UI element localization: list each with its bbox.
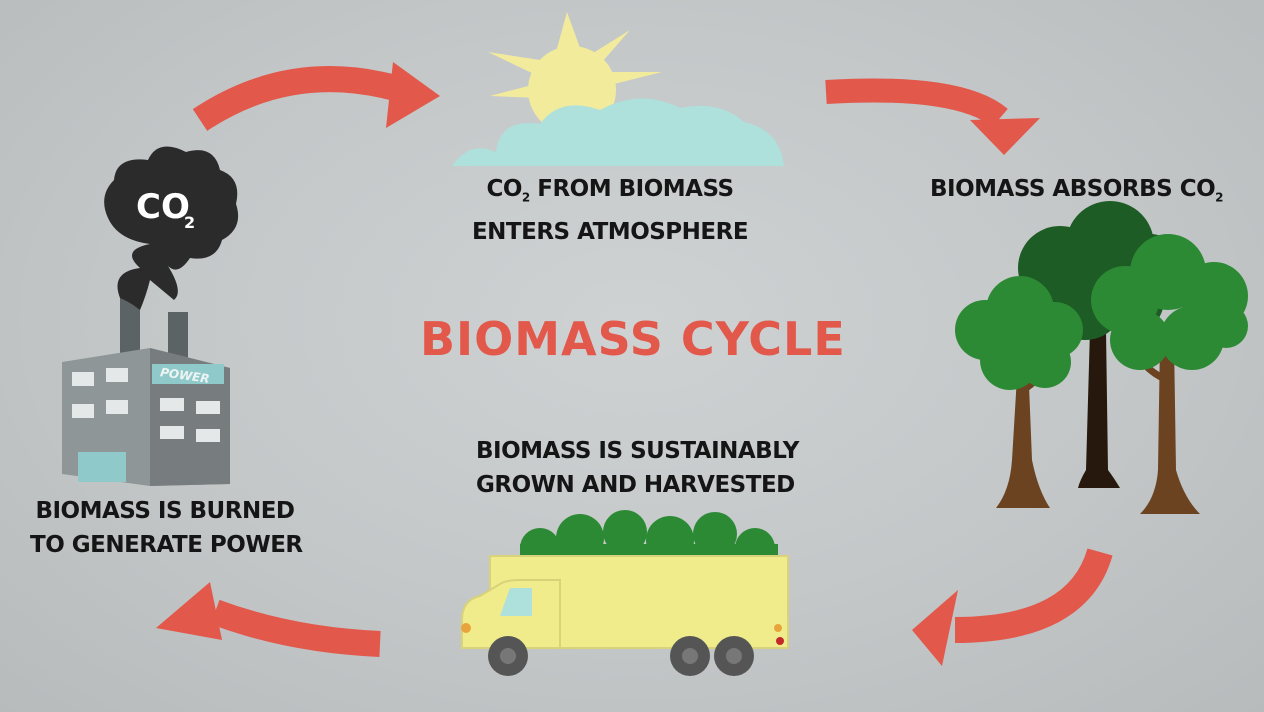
arrow-atmosphere-to-trees — [825, 78, 1040, 155]
factory-sign-text: POWER — [159, 365, 210, 386]
atmosphere-label: CO2 FROM BIOMASS ENTERS ATMOSPHERE — [470, 172, 750, 249]
atmosphere-label-line2: ENTERS ATMOSPHERE — [471, 218, 749, 245]
diagram-title: BIOMASS CYCLE — [420, 312, 846, 366]
absorbs-label: BIOMASS ABSORBS CO2 — [930, 172, 1223, 215]
harvest-label-line1: BIOMASS IS SUSTAINABLY — [476, 438, 799, 464]
factory-icon — [62, 296, 230, 486]
smoke-co2-text: CO — [136, 187, 190, 227]
trees-icon — [955, 201, 1248, 514]
smoke-cloud-icon — [104, 146, 239, 310]
harvest-label: BIOMASS IS SUSTAINABLY GROWN AND HARVEST… — [476, 434, 799, 502]
sun-icon — [488, 12, 662, 134]
burned-label-line1: BIOMASS IS BURNED — [35, 498, 295, 524]
harvest-label-line2: GROWN AND HARVESTED — [476, 472, 795, 498]
truck-icon — [461, 510, 789, 676]
atmosphere-label-line1: CO2 FROM BIOMASS — [486, 176, 734, 205]
cloud-icon — [452, 98, 784, 166]
arrow-truck-to-factory — [156, 582, 381, 657]
burned-label-line2: TO GENERATE POWER — [30, 532, 303, 558]
burned-label: BIOMASS IS BURNED TO GENERATE POWER — [30, 494, 303, 562]
absorbs-label-line1: BIOMASS ABSORBS CO2 — [930, 176, 1223, 205]
smoke-co2-subscript: 2 — [184, 213, 195, 232]
arrow-trees-to-truck — [912, 547, 1113, 666]
arrow-factory-to-atmosphere — [192, 62, 440, 131]
